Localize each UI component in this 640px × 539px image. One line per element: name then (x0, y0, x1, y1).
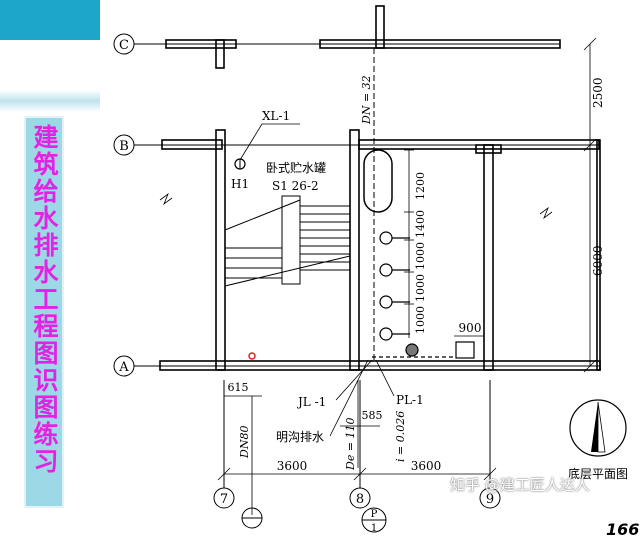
axis-bubble-a (113, 355, 135, 377)
axis-label-b: B (119, 139, 129, 154)
axis-label-7: 7 (220, 492, 228, 507)
label-jl1: JL -1 (296, 395, 326, 409)
section-mark-p: P (371, 509, 378, 520)
north-arrow-circle (569, 399, 627, 457)
break-mark-2 (539, 206, 553, 220)
page-number: 166 (606, 520, 640, 539)
axis-label-a: A (118, 360, 129, 375)
dim-585: 585 (362, 409, 383, 422)
dim-615: 615 (228, 381, 249, 394)
sidebar-band (0, 90, 100, 112)
dim-1000-a: 1000 (414, 242, 427, 270)
dimension-lines (217, 37, 597, 515)
label-h1: H1 (231, 177, 249, 191)
floor-plan-drawing: C B A 7 8 9 P 1 XL-1 H1 卧式贮水罐 S1 26-2 JL… (113, 5, 628, 534)
label-pl1: PL-1 (396, 393, 424, 407)
axis-bubble-b (113, 134, 135, 156)
axis-label-9: 9 (486, 492, 494, 507)
stair (224, 195, 351, 287)
axis-label-8: 8 (356, 492, 364, 507)
break-mark (159, 192, 173, 206)
dim-1400: 1400 (414, 210, 427, 238)
label-slope: i = 0.026 (394, 411, 407, 462)
leader-lines (239, 123, 395, 437)
dim-1200: 1200 (414, 172, 427, 200)
dim-3600-b: 3600 (411, 459, 442, 473)
fixtures (379, 231, 475, 359)
section-mark-1: 1 (371, 523, 377, 534)
dim-6000: 6000 (591, 245, 605, 276)
red-marker (248, 352, 256, 360)
axis-bubble-7 (213, 487, 235, 509)
sidebar-title-box: 建筑给水排水工程图识图练习 (24, 116, 64, 508)
axis-label-c: C (119, 38, 129, 53)
label-plan-name: 底层平面图 (568, 466, 628, 481)
watermark: 知乎 @建工匠人达人 (450, 476, 590, 494)
label-dn32: DN = 32 (360, 75, 373, 125)
axis-bubble-c (113, 33, 135, 55)
axis-bubble-8 (349, 487, 371, 509)
sidebar-accent-bar (0, 0, 100, 40)
axis-bubble-9 (479, 487, 501, 509)
label-de110: De = 110 (344, 417, 357, 471)
dim-1000-c: 1000 (414, 306, 427, 334)
label-xl1: XL-1 (262, 109, 290, 123)
walls (159, 5, 601, 371)
dim-3600-a: 3600 (277, 459, 308, 473)
sidebar: 建筑给水排水工程图识图练习 (0, 0, 100, 538)
label-dn80: DN80 (238, 426, 251, 459)
dim-2500: 2500 (591, 77, 605, 108)
horizontal-tank (363, 149, 393, 213)
label-tank: 卧式贮水罐 (266, 160, 326, 175)
dim-900: 900 (459, 321, 482, 335)
label-s1: S1 26-2 (272, 179, 319, 193)
dim-1000-b: 1000 (414, 274, 427, 302)
sidebar-title: 建筑给水排水工程图识图练习 (30, 124, 59, 475)
label-open-drain: 明沟排水 (276, 430, 324, 444)
